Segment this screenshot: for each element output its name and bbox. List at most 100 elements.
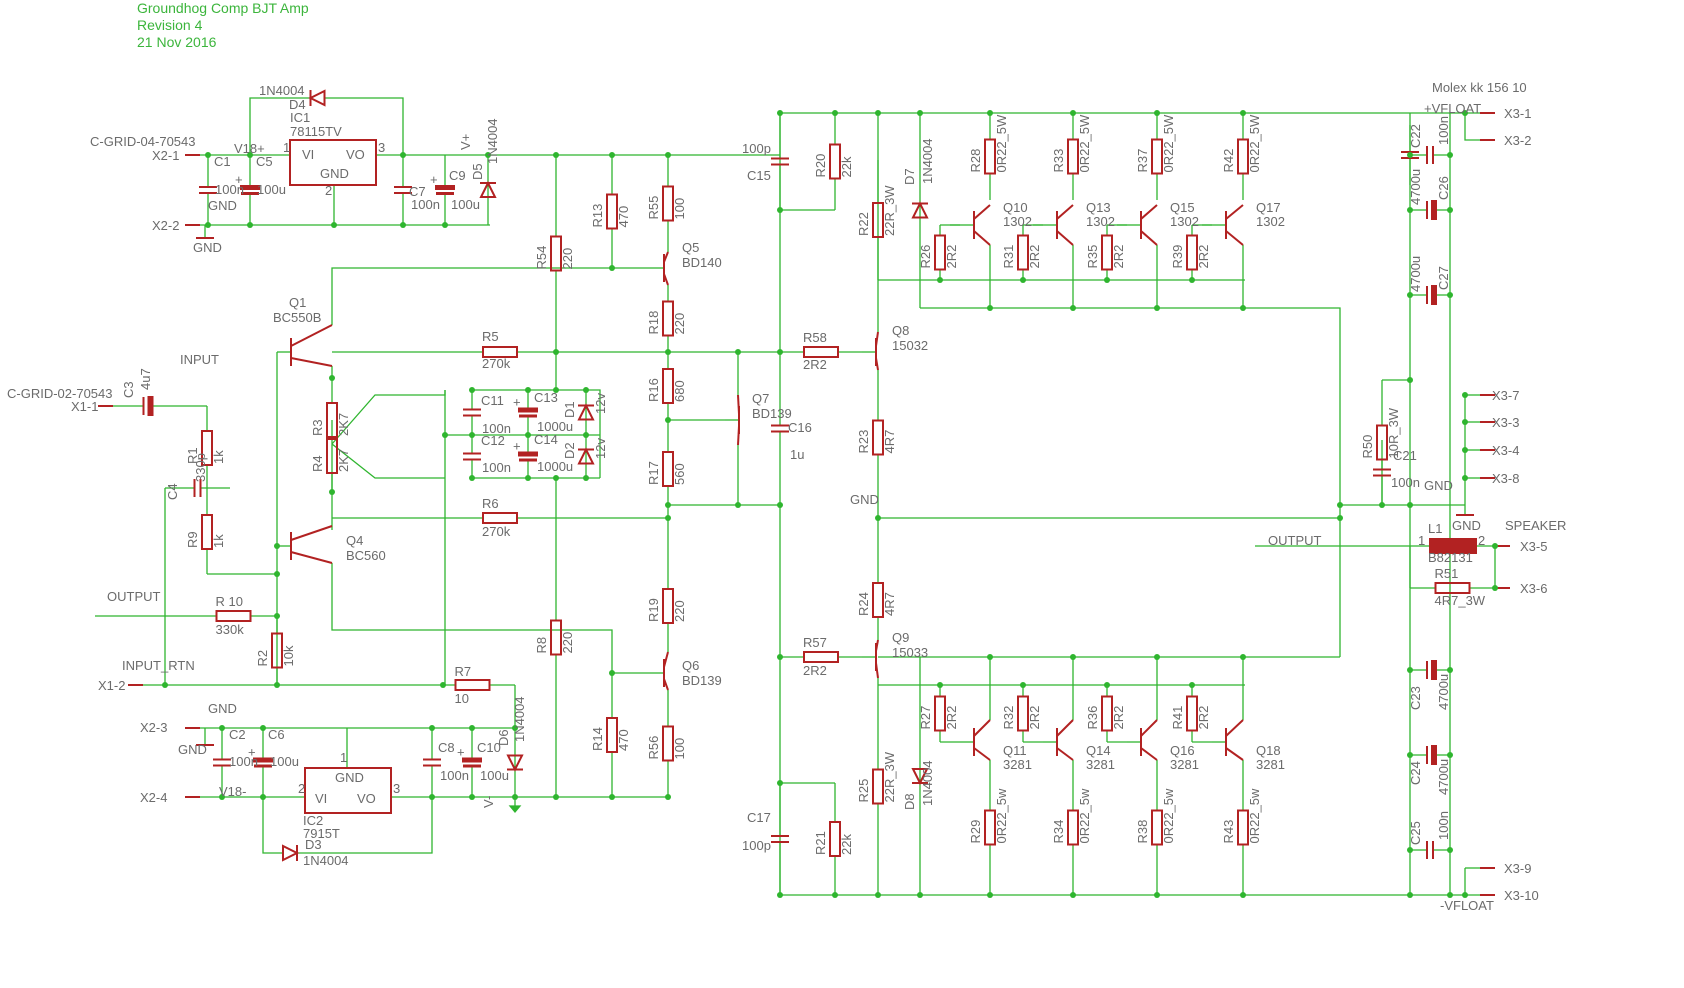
resistor-value: 220 xyxy=(672,600,687,622)
title-block: Groundhog Comp BJT Amp Revision 4 21 Nov… xyxy=(137,0,309,51)
resistor-ref: R39 xyxy=(1170,245,1185,269)
label: C11 xyxy=(481,393,504,408)
resistor-ref: R5 xyxy=(482,329,499,344)
label: 1302 xyxy=(1086,214,1115,229)
junction-dot xyxy=(260,725,266,731)
resistor-ref: R37 xyxy=(1135,149,1150,173)
resistor-value: 0R22_5W xyxy=(1161,114,1176,173)
label: GND xyxy=(178,742,207,757)
resistor-value: 0R22_5W xyxy=(1077,114,1092,173)
junction-dot xyxy=(987,305,993,311)
junction-dot xyxy=(583,432,589,438)
resistor-ref: R14 xyxy=(590,727,605,751)
label: 1N4004 xyxy=(303,853,349,868)
resistor-ref: R1 xyxy=(185,447,200,464)
label: D5 xyxy=(470,163,485,180)
junction-dot xyxy=(1407,847,1413,853)
transistor-emitter xyxy=(875,357,879,371)
resistor-value: 4R7_3W xyxy=(1435,593,1486,608)
junction-dot xyxy=(609,670,615,676)
resistor-ref: R7 xyxy=(455,664,472,679)
junction-dot xyxy=(1020,682,1026,688)
junction-dot xyxy=(1407,377,1413,383)
resistor-ref: R56 xyxy=(646,736,661,760)
resistor-value: 10R_3W xyxy=(1386,407,1401,458)
resistor xyxy=(662,368,674,404)
transistor-emitter xyxy=(1225,230,1244,246)
label: 15032 xyxy=(892,338,928,353)
resistor xyxy=(829,821,841,857)
resistor-value: 100 xyxy=(672,738,687,760)
resistor-value: 560 xyxy=(672,463,687,485)
resistor xyxy=(454,679,491,691)
junction-dot xyxy=(219,725,225,731)
label: BC550B xyxy=(273,310,321,325)
resistor-value: 22k xyxy=(839,834,854,855)
junction-dot xyxy=(260,794,266,800)
resistor xyxy=(1434,582,1471,594)
label: C9 xyxy=(449,168,466,183)
resistor-value: 0R22_5w xyxy=(1247,788,1262,844)
resistor xyxy=(803,346,839,358)
resistor xyxy=(934,234,946,271)
resistor xyxy=(934,695,946,732)
junction-dot xyxy=(1337,515,1343,521)
junction-dot xyxy=(274,682,280,688)
resistor-value: 2R2 xyxy=(803,663,827,678)
label: 100n xyxy=(1391,475,1420,490)
resistor-ref: R27 xyxy=(918,706,933,730)
label: 3 xyxy=(393,781,400,796)
resistor-ref: R13 xyxy=(590,204,605,228)
junction-dot xyxy=(400,152,406,158)
resistor-ref: R22 xyxy=(856,212,871,236)
junction-dot xyxy=(512,794,518,800)
resistor-ref: R19 xyxy=(646,598,661,622)
label: 4700u xyxy=(1436,759,1451,795)
junction-dot xyxy=(987,110,993,116)
label: 2 xyxy=(325,183,332,198)
capacitor-plate xyxy=(518,451,538,457)
junction-dot xyxy=(1492,585,1498,591)
label: 100u xyxy=(451,197,480,212)
resistor xyxy=(662,300,674,337)
junction-dot xyxy=(875,515,881,521)
label: 3281 xyxy=(1003,757,1032,772)
wire xyxy=(779,505,1480,896)
junction-dot xyxy=(1492,543,1498,549)
label: GND xyxy=(1424,478,1453,493)
label: GND xyxy=(208,198,237,213)
label: Q18 xyxy=(1256,743,1281,758)
label: 1N4004 xyxy=(512,696,527,742)
label: VI xyxy=(315,791,327,806)
wire xyxy=(1464,113,1480,141)
resistor xyxy=(1067,809,1079,846)
resistor-value: 0R22_5W xyxy=(994,114,1009,173)
junction-dot xyxy=(442,222,448,228)
capacitor-plate xyxy=(253,757,273,763)
resistor xyxy=(1186,695,1198,732)
wire xyxy=(556,389,601,478)
capacitor-plate xyxy=(1431,285,1437,305)
resistor xyxy=(606,717,618,753)
resistor-value: 2K7 xyxy=(336,413,351,436)
label-layer: X2-1X2-2C-GRID-04-70543C1100nGND+C5100uG… xyxy=(7,80,1566,913)
junction-dot xyxy=(553,794,559,800)
resistor-ref: R31 xyxy=(1001,245,1016,269)
regulator-ic2 xyxy=(304,767,392,814)
label: OUTPUT xyxy=(107,589,161,604)
label: 1 xyxy=(283,140,290,155)
label: IC2 xyxy=(303,813,323,828)
transistor-collector xyxy=(973,204,991,220)
resistor-value: 0R22_5w xyxy=(1077,788,1092,844)
label: 1302 xyxy=(1003,214,1032,229)
resistor-ref: R41 xyxy=(1170,706,1185,730)
resistor-ref: R28 xyxy=(968,149,983,173)
resistor-value: 270k xyxy=(482,356,511,371)
label: Q7 xyxy=(752,391,769,406)
resistor xyxy=(1237,138,1249,175)
label: 1N4004 xyxy=(920,138,935,184)
label: C15 xyxy=(747,168,771,183)
resistor-ref: R6 xyxy=(482,496,499,511)
label: C16 xyxy=(788,420,812,435)
label: GND xyxy=(1452,518,1481,533)
